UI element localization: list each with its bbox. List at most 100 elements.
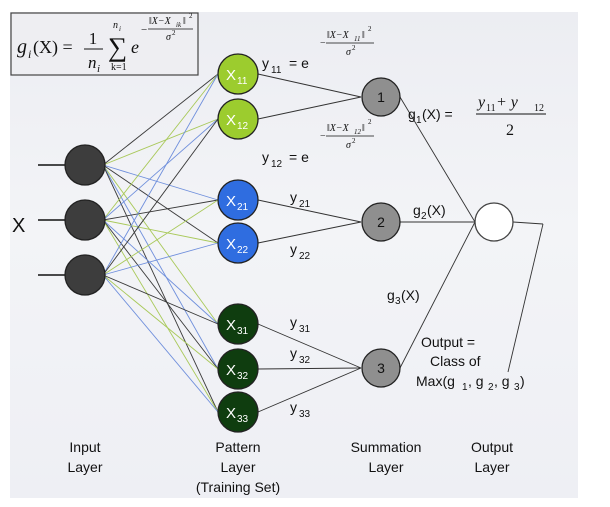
formula-sum-bottom: k=1 [111, 62, 127, 73]
edge-sum1-output [399, 96, 476, 223]
g1-frac-y1: y [476, 94, 486, 111]
summation-node-2-label: 2 [377, 214, 385, 230]
y12-main: y [262, 149, 269, 165]
summation-layer-label-1: Summation [351, 439, 422, 455]
formula-lhs-x: (X) = [33, 37, 73, 58]
input-node-3 [64, 254, 106, 296]
output-line-3-s1: 1 [462, 382, 468, 393]
pattern-layer-label-1: Pattern [215, 439, 260, 455]
edge-pattern5-sum3 [257, 323, 362, 369]
pattern-node-33-sub: 33 [237, 414, 249, 425]
formula-exp-denominator-sup: 2 [172, 29, 176, 37]
edge-input2-pattern4 [102, 219, 219, 244]
y12-label: y 12 = e − ‖X−X 12 ‖ 2 σ 2 [262, 118, 374, 170]
g3-rest: (X) [401, 287, 420, 303]
k12-sub: 12 [354, 128, 362, 136]
g3-sub: 3 [395, 296, 401, 307]
summation-node-3-label: 3 [377, 360, 385, 376]
g2-label: g 2 (X) [413, 202, 446, 222]
pattern-node-11 [217, 53, 259, 95]
pattern-node-12 [217, 98, 259, 140]
g1-label: g 1 (X) = y 11 + y 12 2 [408, 94, 546, 139]
edge-input2-pattern2 [102, 118, 219, 221]
edge-input1-pattern4 [102, 164, 219, 244]
y33-sub: 33 [299, 409, 311, 420]
formula-box: g i (X) = 1 n i n i ∑ k=1 e − ‖X−X ik ‖ … [10, 12, 199, 76]
edges-group [102, 73, 544, 413]
pattern-node-32-main: X [226, 362, 236, 379]
pattern-node-11-sub: 11 [237, 76, 248, 87]
y32-label: y 32 [290, 345, 311, 366]
edge-input3-pattern7 [102, 274, 219, 413]
pattern-layer-label-3: (Training Set) [196, 479, 280, 495]
input-node-2 [64, 199, 106, 241]
edge-input2-pattern6 [102, 219, 219, 370]
k12-numerator: ‖X−X [327, 123, 350, 134]
edge-input3-pattern2 [102, 118, 219, 276]
y32-main: y [290, 345, 297, 361]
y31-sub: 31 [299, 324, 311, 335]
edge-input2-pattern5 [102, 219, 219, 325]
y22-main: y [290, 241, 297, 257]
k11-minus: − [320, 38, 326, 49]
g1-rest: (X) = [422, 106, 453, 122]
output-line-3-mid2: , g [494, 373, 510, 389]
g1-main: g [408, 106, 416, 122]
pattern-node-32-sub: 32 [237, 371, 249, 382]
formula-sigma: ∑ [108, 32, 127, 62]
output-node [474, 202, 514, 242]
edge-input1-pattern2 [102, 118, 219, 166]
edge-pattern7-sum3 [257, 367, 362, 413]
formula-lhs-i: i [28, 47, 31, 61]
k12-close: ‖ [362, 123, 365, 134]
pattern-node-31-sub: 31 [237, 326, 249, 337]
g1-frac-plus: + y [496, 94, 519, 111]
y11-main: y [262, 55, 269, 71]
formula-frac-den-i: i [97, 63, 100, 75]
edge-input1-pattern1 [102, 73, 219, 166]
formula-exp-denominator: σ [166, 32, 172, 43]
k12-minus: − [320, 131, 326, 142]
k11-den: σ [346, 47, 352, 58]
edge-input1-pattern3 [102, 164, 219, 201]
formula-exp-minus: − [141, 24, 147, 36]
g1-frac-y1-sub: 11 [486, 103, 496, 114]
g2-rest: (X) [427, 202, 446, 218]
g1-frac-y2-sub: 12 [534, 103, 544, 114]
diagram-background [10, 12, 578, 498]
edge-output-tail-1 [512, 221, 544, 225]
output-line-2: Class of [430, 353, 481, 369]
pattern-node-22-sub: 22 [237, 245, 249, 256]
y21-main: y [290, 189, 297, 205]
k11-sup: 2 [368, 25, 372, 33]
g3-main: g [387, 287, 395, 303]
y21-label: y 21 [290, 189, 311, 210]
output-line-3-s3: 3 [514, 382, 520, 393]
output-line-1: Output = [421, 334, 475, 350]
formula-frac-den-n: n [88, 53, 97, 72]
summation-node-1-label: 1 [377, 89, 385, 105]
edge-sum3-output [399, 221, 476, 369]
k12-den: σ [346, 140, 352, 151]
output-description: Output = Class of Max(g 1 , g 2 , g 3 ) [416, 334, 525, 393]
pattern-node-22 [217, 222, 259, 264]
y22-sub: 22 [299, 251, 311, 262]
formula-exp-numerator-close: ‖ [183, 16, 186, 27]
edge-input2-pattern3 [102, 199, 219, 221]
edge-input3-pattern3 [102, 199, 219, 276]
formula-exp-numerator-sub: ik [176, 21, 182, 29]
g1-sub: 1 [416, 115, 422, 126]
pattern-node-33-main: X [226, 405, 236, 422]
g2-main: g [413, 202, 421, 218]
edge-input1-pattern5 [102, 164, 219, 325]
k11-den-sup: 2 [352, 44, 356, 52]
edge-input2-pattern1 [102, 73, 219, 221]
y11-eq: = e [289, 55, 309, 71]
k11-close: ‖ [362, 30, 365, 41]
formula-exp-numerator: ‖X−X [149, 16, 172, 27]
edge-input3-pattern5 [102, 274, 219, 325]
edge-input1-pattern7 [102, 164, 219, 413]
